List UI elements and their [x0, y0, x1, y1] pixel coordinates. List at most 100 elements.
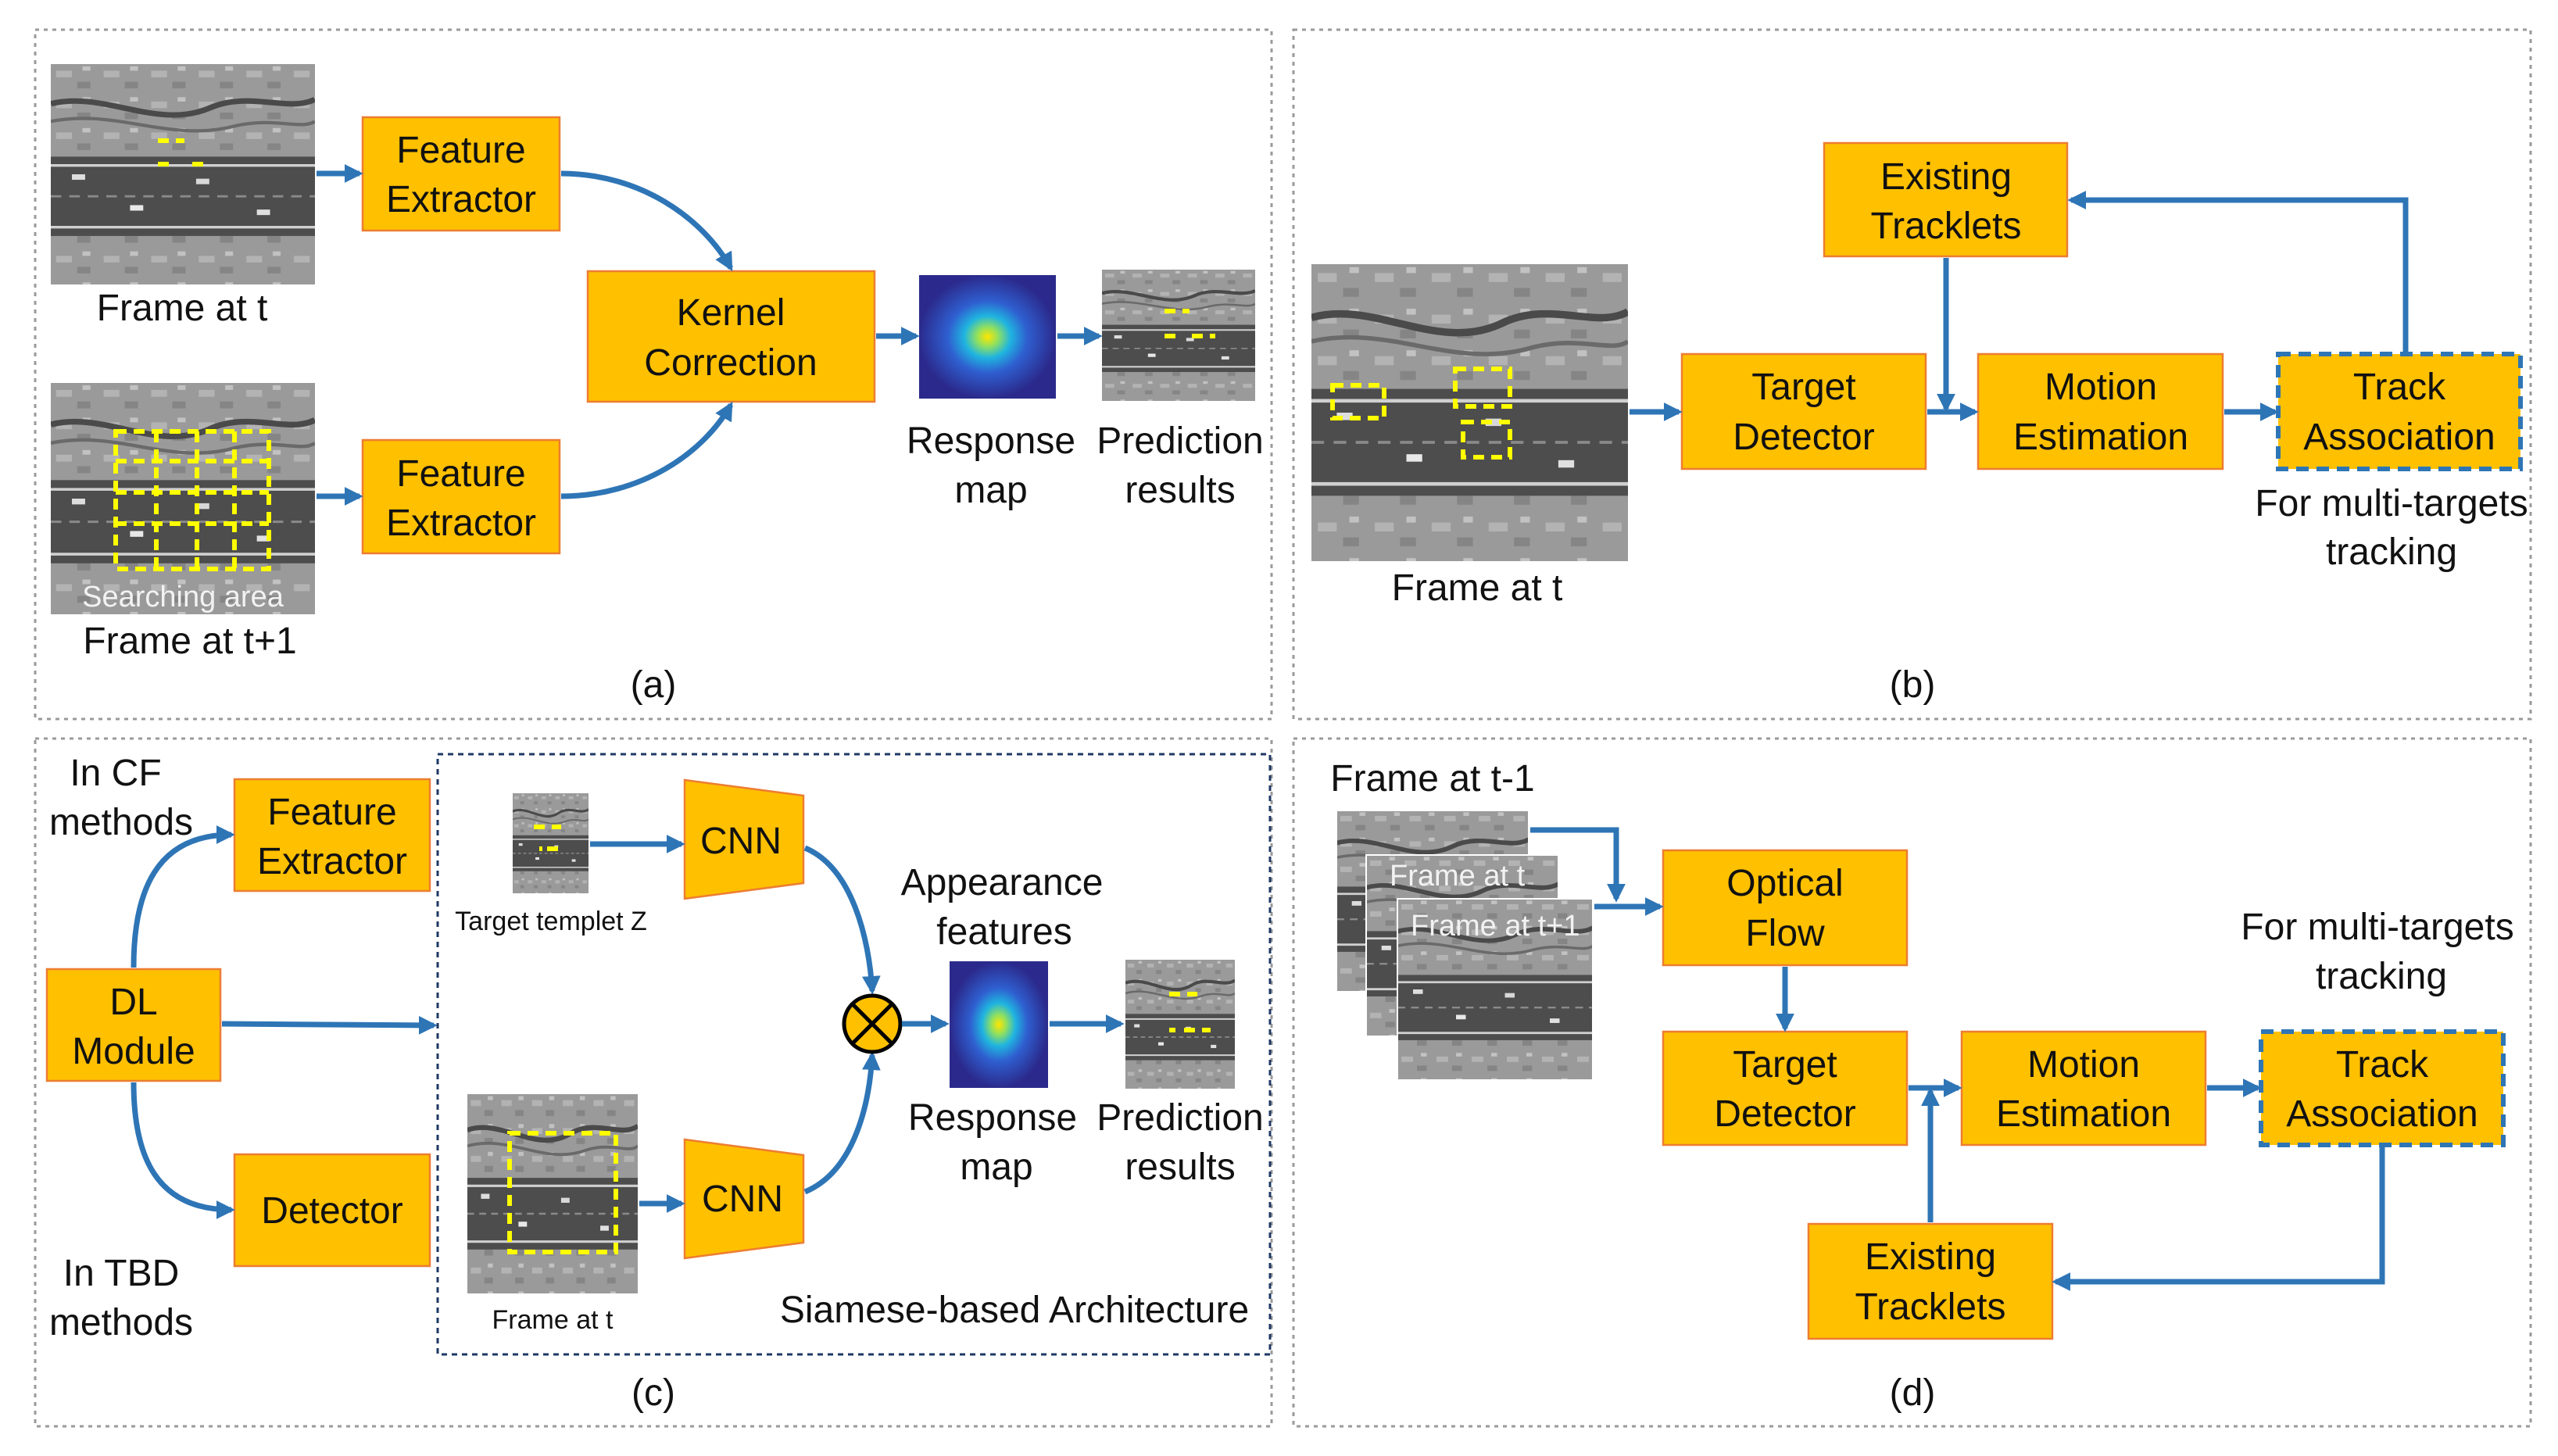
note-b-line2: tracking: [2326, 531, 2457, 573]
panel-c-label: (c): [631, 1372, 675, 1414]
feature-extractor-box-bottom: Feature Extractor: [361, 438, 561, 555]
detector-c-label: Detector: [261, 1190, 402, 1232]
target-detector-b-line1: Target: [1751, 367, 1855, 408]
track-association-d-line1: Track: [2336, 1044, 2429, 1086]
panel-b: Frame at t Existing Tracklets Target Det…: [1311, 141, 2528, 706]
panel-d: Frame at t-1 Frame at t Frame at t+1 Opt…: [1330, 758, 2513, 1414]
track-association-b-line2: Association: [2303, 417, 2495, 458]
kernel-correction-box: Kernel Correction: [586, 270, 876, 403]
track-association-box-b: Track Association: [2276, 352, 2523, 471]
motion-estimation-b-line2: Estimation: [2013, 417, 2188, 458]
frame-t-image: [51, 64, 315, 284]
arrow-b-5: [2067, 191, 2409, 352]
frame-t-minus-1-caption: Frame at t-1: [1330, 758, 1534, 800]
frame-t-caption-b: Frame at t: [1392, 567, 1563, 609]
dl-module-line2: Module: [72, 1031, 195, 1072]
panel-a: Frame at t Searching area Frame at t+1 F…: [51, 64, 1264, 706]
feature-extractor-box-c: Feature Extractor: [233, 778, 431, 893]
feature-extractor-bottom-line2: Extractor: [386, 503, 536, 544]
motion-estimation-d-line1: Motion: [2027, 1044, 2140, 1086]
motion-estimation-b-line1: Motion: [2045, 367, 2157, 408]
frame-t-caption-c: Frame at t: [492, 1305, 614, 1335]
in-cf-line1: In CF: [70, 753, 161, 794]
prediction-image-c: [1125, 960, 1235, 1089]
cnn-bottom-label: CNN: [702, 1179, 783, 1220]
circled-times-icon: [842, 993, 903, 1054]
in-tbd-line1: In TBD: [63, 1253, 180, 1294]
panel-a-label: (a): [631, 664, 677, 706]
target-detector-d-line1: Target: [1733, 1044, 1837, 1086]
arrow-d-6: [2052, 1147, 2385, 1291]
track-association-d-line2: Association: [2286, 1093, 2478, 1135]
kernel-correction-line2: Correction: [644, 342, 817, 384]
optical-flow-line2: Flow: [1745, 913, 1825, 954]
frame-t1-image: Searching area: [51, 383, 315, 614]
motion-estimation-d-line2: Estimation: [1996, 1093, 2171, 1135]
existing-tracklets-box-b: Existing Tracklets: [1823, 141, 2069, 258]
frame-stack: Frame at t Frame at t+1: [1336, 810, 1594, 1081]
motion-estimation-box-b: Motion Estimation: [1977, 352, 2224, 470]
target-detector-box-b: Target Detector: [1680, 352, 1927, 470]
panel-b-border: [1292, 28, 2532, 721]
siamese-architecture-box: [436, 753, 1272, 1356]
panel-d-label: (d): [1890, 1372, 1936, 1414]
searching-area-label: Searching area: [82, 581, 284, 614]
note-b-line1: For multi-targets: [2255, 483, 2528, 524]
existing-tracklets-d-line2: Tracklets: [1855, 1286, 2006, 1328]
optical-flow-box: Optical Flow: [1662, 849, 1909, 967]
arrow-c-6: [803, 845, 881, 995]
panel-c: In CF methods In TBD methods Feature Ext…: [45, 753, 1272, 1414]
arrow-c-1: [131, 825, 235, 968]
prediction-image-a: [1102, 270, 1255, 401]
feature-extractor-top-line1: Feature: [396, 130, 525, 171]
prediction-c-line2: results: [1125, 1147, 1235, 1188]
in-cf-line2: methods: [49, 802, 193, 843]
arrow-a-4: [560, 401, 734, 499]
frame-t-label-d: Frame at t: [1390, 860, 1526, 893]
arrow-c-3: [221, 1015, 438, 1035]
existing-tracklets-b-line1: Existing: [1880, 156, 2012, 198]
prediction-a-line2: results: [1125, 470, 1235, 511]
target-detector-d-line2: Detector: [1714, 1093, 1855, 1135]
cnn-top-label: CNN: [700, 821, 782, 862]
dl-module-line1: DL: [109, 982, 157, 1023]
existing-tracklets-d-line1: Existing: [1865, 1236, 1996, 1278]
cnn-block-top: CNN: [683, 778, 805, 900]
appearance-features-line2: features: [936, 911, 1071, 953]
feature-extractor-box-top: Feature Extractor: [361, 116, 561, 232]
frame-t-caption: Frame at t: [97, 288, 268, 329]
frame-t-image-b: [1311, 264, 1628, 561]
track-association-box-d: Track Association: [2259, 1029, 2506, 1147]
arrow-d-1: [1530, 827, 1626, 903]
in-tbd-line2: methods: [49, 1302, 193, 1343]
note-d-line1: For multi-targets: [2241, 907, 2513, 948]
note-d-line2: tracking: [2316, 956, 2447, 997]
response-map-a-line2: map: [954, 470, 1027, 511]
appearance-features-line1: Appearance: [901, 862, 1104, 903]
optical-flow-line1: Optical: [1726, 863, 1843, 904]
existing-tracklets-b-line2: Tracklets: [1871, 206, 2022, 247]
cnn-block-bottom: CNN: [683, 1138, 805, 1260]
arrow-a-3: [560, 170, 734, 272]
feature-extractor-c-line2: Extractor: [257, 841, 407, 882]
prediction-a-line1: Prediction: [1097, 420, 1263, 462]
response-map-c: [950, 961, 1048, 1088]
motion-estimation-box-d: Motion Estimation: [1960, 1030, 2207, 1147]
feature-extractor-top-line2: Extractor: [386, 179, 536, 220]
siamese-architecture-label: Siamese-based Architecture: [780, 1290, 1249, 1331]
detector-box-c: Detector: [233, 1153, 431, 1268]
target-templet-caption: Target templet Z: [455, 907, 647, 936]
frame-t-plus-1-label: Frame at t+1: [1411, 910, 1580, 943]
target-templet-image: [513, 793, 589, 893]
response-map-c-line1: Response: [908, 1097, 1077, 1139]
feature-extractor-bottom-line1: Feature: [396, 453, 525, 495]
kernel-correction-line1: Kernel: [677, 292, 785, 334]
existing-tracklets-box-d: Existing Tracklets: [1807, 1222, 2054, 1340]
target-detector-box-d: Target Detector: [1662, 1030, 1909, 1147]
panel-b-label: (b): [1890, 664, 1936, 706]
feature-extractor-c-line1: Feature: [267, 792, 396, 833]
arrow-c-2: [131, 1082, 235, 1219]
frame-t1-caption: Frame at t+1: [83, 621, 296, 662]
response-map-a-line1: Response: [907, 420, 1075, 462]
frame-t-image-c: [467, 1094, 638, 1293]
